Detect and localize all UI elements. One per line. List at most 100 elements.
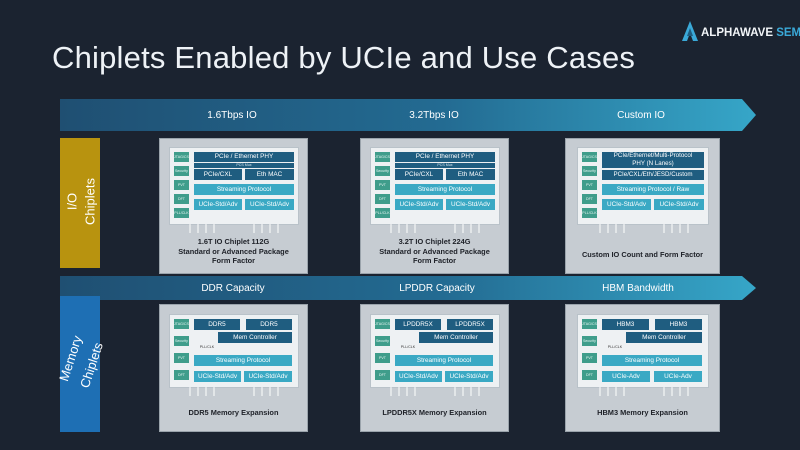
caption-line: 1.6T IO Chiplet 112G xyxy=(197,237,270,246)
pll-clk-label: PLL/CLK xyxy=(399,342,417,352)
streaming-protocol-block: Streaming Protocol xyxy=(194,184,294,195)
memory-block: LPDDR5X xyxy=(395,319,441,330)
memory-card-1: JTAG/CSR Security PVT DFT DDR5 DDR5 PLL/… xyxy=(159,304,308,432)
ucie-block: UCIe-Adv xyxy=(654,371,702,382)
pin-arrows xyxy=(390,387,480,396)
slide-title: Chiplets Enabled by UCIe and Use Cases xyxy=(52,40,636,75)
caption-line: Standard or Advanced Package xyxy=(379,246,490,256)
mini-block: DFT xyxy=(582,370,597,380)
mini-block: PLL/CLK xyxy=(174,208,189,218)
memory-band-label-1: DDR Capacity xyxy=(201,283,265,294)
mini-block: PLL/CLK xyxy=(375,208,390,218)
mini-block: PVT xyxy=(174,353,189,363)
caption-line: Form Factor xyxy=(412,256,457,265)
memory-block: LPDDR5X xyxy=(447,319,493,330)
pin-arrows xyxy=(390,224,480,233)
pcie-cxl-block: PCIe/CXL xyxy=(395,169,443,180)
memory-block: DDR5 xyxy=(246,319,292,330)
mini-block: Security xyxy=(375,166,390,176)
caption-line: Custom IO Count and Form Factor xyxy=(581,250,704,259)
memory-card-1-caption: DDR5 Memory Expansion xyxy=(188,408,279,417)
mini-block: Security xyxy=(375,336,390,346)
ucie-block: UCIe-Std/Adv xyxy=(395,371,442,382)
mini-block: PVT xyxy=(582,353,597,363)
io-banner-arrow xyxy=(60,99,756,131)
memory-chiplets-side-panel: Memory Chiplets xyxy=(56,296,106,432)
phy-line-1: PCIe/Ethernet/Multi-Protocol xyxy=(613,152,693,159)
streaming-protocol-block: Streaming Protocol / Raw xyxy=(602,184,704,195)
pcs-mux-block: PCS Mux xyxy=(395,163,495,168)
memory-card-3: JTAG/CSR Security PVT DFT HBM3 HBM3 PLL/… xyxy=(565,304,720,432)
custom-protocol-block: PCIe/CXL/Eth/JESD/Custom xyxy=(602,170,704,180)
pin-arrows xyxy=(599,224,689,233)
ucie-block: UCIe-Std/Adv xyxy=(244,371,292,382)
io-side-label-2: Chiplets xyxy=(82,178,98,225)
memory-card-3-caption: HBM3 Memory Expansion xyxy=(597,408,688,417)
eth-mac-block: Eth MAC xyxy=(446,169,495,180)
pin-arrows xyxy=(189,224,279,233)
phy-block: PCIe / Ethernet PHY xyxy=(194,152,294,162)
ucie-block: UCIe-Std/Adv xyxy=(245,199,294,210)
mini-block: PVT xyxy=(375,180,390,190)
io-side-label-1: I/O xyxy=(64,192,80,211)
pin-arrows xyxy=(599,387,689,396)
caption-line: Form Factor xyxy=(211,256,256,265)
memory-chip-3: JTAG/CSR Security PVT DFT HBM3 HBM3 PLL/… xyxy=(577,314,709,388)
pcs-mux-block: PCS Mux xyxy=(194,163,294,168)
io-band-label-2: 3.2Tbps IO xyxy=(409,110,459,121)
streaming-protocol-block: Streaming Protocol xyxy=(395,184,495,195)
io-card-1-caption: 1.6T IO Chiplet 112G Standard or Advance… xyxy=(160,237,307,266)
memory-chip-2: JTAG/CSR Security PVT DFT LPDDR5X LPDDR5… xyxy=(370,314,500,388)
io-card-3-caption: Custom IO Count and Form Factor xyxy=(566,250,719,260)
io-card-2-caption: 3.2T IO Chiplet 224G Standard or Advance… xyxy=(361,237,508,266)
ucie-block: UCIe-Std/Adv xyxy=(654,199,704,210)
ucie-block: UCIe-Std/Adv xyxy=(194,371,241,382)
pin-arrows xyxy=(189,387,279,396)
memory-card-2: JTAG/CSR Security PVT DFT LPDDR5X LPDDR5… xyxy=(360,304,509,432)
io-band-label-3: Custom IO xyxy=(617,110,665,121)
streaming-protocol-block: Streaming Protocol xyxy=(194,355,292,366)
mini-block: JTAG/CSR xyxy=(582,152,597,162)
mini-block: DFT xyxy=(582,194,597,204)
pcie-cxl-block: PCIe/CXL xyxy=(194,169,242,180)
mini-block: JTAG/CSR xyxy=(174,152,189,162)
mini-block: JTAG/CSR xyxy=(375,319,390,329)
mini-block: PVT xyxy=(582,180,597,190)
mini-block: PLL/CLK xyxy=(582,208,597,218)
mini-block: DFT xyxy=(174,194,189,204)
streaming-protocol-block: Streaming Protocol xyxy=(602,355,702,366)
memory-chip-1: JTAG/CSR Security PVT DFT DDR5 DDR5 PLL/… xyxy=(169,314,299,388)
mini-block: DFT xyxy=(174,370,189,380)
mini-block: DFT xyxy=(375,194,390,204)
pll-clk-label: PLL/CLK xyxy=(606,342,624,352)
caption-line: 3.2T IO Chiplet 224G xyxy=(398,237,471,246)
io-chiplets-side-panel: I/O Chiplets xyxy=(60,138,100,268)
mini-block: PVT xyxy=(174,180,189,190)
ucie-block: UCIe-Std/Adv xyxy=(446,199,495,210)
memory-block: HBM3 xyxy=(655,319,702,330)
eth-mac-block: Eth MAC xyxy=(245,169,294,180)
mini-block: Security xyxy=(174,336,189,346)
memory-band-label-3: HBM Bandwidth xyxy=(602,283,674,294)
memory-band-label-2: LPDDR Capacity xyxy=(399,283,475,294)
io-band-label-1: 1.6Tbps IO xyxy=(207,110,257,121)
ucie-block: UCIe-Adv xyxy=(602,371,650,382)
io-card-1: JTAG/CSR Security PVT DFT PLL/CLK PCIe /… xyxy=(159,138,308,274)
pll-clk-label: PLL/CLK xyxy=(198,342,216,352)
memory-block: HBM3 xyxy=(602,319,649,330)
io-card-2: JTAG/CSR Security PVT DFT PLL/CLK PCIe /… xyxy=(360,138,509,274)
io-chip-2: JTAG/CSR Security PVT DFT PLL/CLK PCIe /… xyxy=(370,147,500,225)
ucie-block: UCIe-Std/Adv xyxy=(194,199,242,210)
memory-controller-block: Mem Controller xyxy=(419,332,493,343)
mini-block: JTAG/CSR xyxy=(375,152,390,162)
multi-protocol-phy-block: PCIe/Ethernet/Multi-Protocol PHY (N Lane… xyxy=(602,152,704,168)
mini-block: JTAG/CSR xyxy=(174,319,189,329)
io-card-3: JTAG/CSR Security PVT DFT PLL/CLK PCIe/E… xyxy=(565,138,720,274)
streaming-protocol-block: Streaming Protocol xyxy=(395,355,493,366)
mini-block: Security xyxy=(582,336,597,346)
ucie-block: UCIe-Std/Adv xyxy=(445,371,493,382)
mini-block: PVT xyxy=(375,353,390,363)
io-chip-1: JTAG/CSR Security PVT DFT PLL/CLK PCIe /… xyxy=(169,147,299,225)
